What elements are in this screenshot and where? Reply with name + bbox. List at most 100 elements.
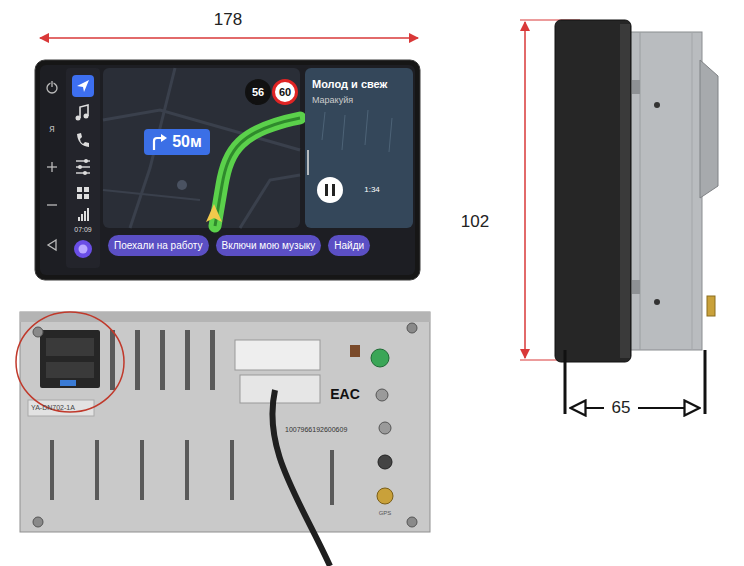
- head-unit-front: [35, 60, 420, 280]
- head-unit-back-part: [60, 380, 76, 386]
- head-unit-front-part: [84, 194, 89, 199]
- head-unit-front-part: [342, 115, 345, 150]
- head-unit-front-part: [47, 204, 57, 205]
- head-unit-side-part: [654, 299, 660, 305]
- voice-suggestion-pill: Включи мою музыку: [216, 235, 322, 256]
- head-unit-front-part: [51, 81, 52, 87]
- voice-suggestion-pill: Поехали на работу: [108, 235, 209, 256]
- node-text: Поехали на работу: [114, 240, 203, 251]
- head-unit-back-part: [371, 349, 389, 367]
- head-unit-back-part: [46, 338, 94, 356]
- head-unit-front-part: [325, 184, 328, 196]
- speed-limit-sign: 60: [272, 79, 298, 105]
- head-unit-back-part: [330, 450, 334, 505]
- width-dimension: [40, 38, 418, 39]
- head-unit-back: [16, 312, 430, 566]
- head-unit-front-part: [307, 150, 309, 175]
- head-unit-back-part: [407, 323, 417, 333]
- head-unit-side-part: [700, 60, 718, 198]
- height-dimension-part: [524, 22, 526, 358]
- head-unit-side-part: [654, 102, 660, 108]
- head-unit-front-part: [215, 118, 300, 226]
- head-unit-front-part: [322, 112, 325, 140]
- head-unit-back-part: [350, 345, 360, 357]
- head-unit-back-part: [140, 440, 144, 500]
- head-unit-front-part: [48, 240, 56, 250]
- model-sticker: YA-DN702-1A: [31, 404, 75, 412]
- speed-badge: 56: [245, 79, 271, 105]
- head-unit-back-part: [185, 330, 190, 390]
- height-dimension-part: [520, 360, 560, 361]
- width-dimension-part: [40, 37, 418, 39]
- head-unit-front-part: [84, 159, 88, 163]
- node-text: Найди: [334, 240, 364, 251]
- head-unit-back-part: [135, 330, 140, 390]
- node-text: 50м: [172, 133, 202, 151]
- head-unit-front-part: [74, 240, 92, 258]
- head-unit-back-part: [210, 330, 215, 390]
- head-unit-front-part: [40, 65, 415, 275]
- head-unit-side-part: [630, 32, 702, 350]
- head-unit-front-part: [77, 80, 89, 92]
- head-unit-back-part: [110, 330, 115, 390]
- head-unit-side-part: [640, 32, 641, 350]
- certification-mark: EAC: [330, 387, 360, 402]
- head-unit-side-part: [555, 20, 631, 362]
- head-unit-front-part: [240, 175, 300, 228]
- depth-dimension-part: [638, 407, 698, 409]
- head-unit-side-part: [707, 296, 715, 316]
- port-label: GPS: [379, 510, 392, 517]
- depth-dimension-part: [564, 350, 567, 414]
- head-unit-back-part: [33, 517, 43, 527]
- head-unit-front-part: [389, 118, 392, 152]
- track-time: 1:34: [364, 186, 380, 195]
- head-unit-front-part: [365, 110, 368, 145]
- head-unit-front-part: [81, 214, 83, 221]
- track-artist: Маракуйя: [312, 96, 353, 106]
- head-unit-front-part: [77, 187, 82, 192]
- head-unit-back-part: [46, 362, 94, 378]
- serial-number: 1007966192600609: [285, 426, 347, 434]
- head-unit-back-part: [230, 440, 234, 500]
- turn-arrow-icon: [150, 133, 168, 151]
- turn-arrow-icon: [161, 134, 167, 142]
- head-unit-front-part: [317, 177, 343, 203]
- head-unit-front-part: [78, 217, 80, 221]
- head-unit-back-part: [160, 330, 165, 390]
- head-unit-front-part: [35, 60, 420, 280]
- head-unit-front-part: [332, 184, 335, 196]
- head-unit-front-part: [51, 81, 54, 88]
- head-unit-back-part: [33, 327, 43, 337]
- head-unit-front-part: [78, 165, 82, 169]
- head-unit-side-part: [632, 280, 640, 294]
- dimension-value: 102: [461, 213, 489, 232]
- depth-dimension-part: [704, 350, 707, 414]
- head-unit-back-part: [50, 440, 54, 500]
- head-unit-front-part: [79, 245, 88, 254]
- head-unit-front-part: [76, 116, 81, 121]
- node-text: 60: [279, 86, 291, 98]
- voice-suggestion-pill: Найди: [328, 235, 370, 256]
- track-title: Молод и свеж: [312, 78, 387, 90]
- node-text: 56: [252, 86, 264, 98]
- head-unit-front-part: [77, 133, 89, 147]
- head-unit-back-part: [379, 422, 391, 434]
- head-unit-front-part: [83, 171, 87, 175]
- clock: 07:09: [74, 226, 92, 234]
- depth-dimension: [565, 350, 705, 414]
- dimension-value: 65: [612, 399, 631, 418]
- head-unit-back-part: [376, 389, 388, 401]
- head-unit-front-part: [77, 194, 82, 199]
- head-unit-back-part: [407, 517, 417, 527]
- head-unit-front-part: [51, 162, 52, 172]
- head-unit-back-part: [185, 440, 189, 500]
- depth-dimension-part: [572, 407, 604, 409]
- head-unit-side-part: [632, 80, 640, 94]
- head-unit-front-part: [84, 187, 89, 192]
- head-unit-front-part: [215, 118, 300, 226]
- head-unit-front-part: [72, 75, 94, 97]
- head-unit-front-part: [87, 208, 89, 221]
- head-unit-back-part: [377, 488, 393, 504]
- head-unit-back-part: [272, 390, 330, 566]
- turn-instruction: 50м: [144, 129, 210, 155]
